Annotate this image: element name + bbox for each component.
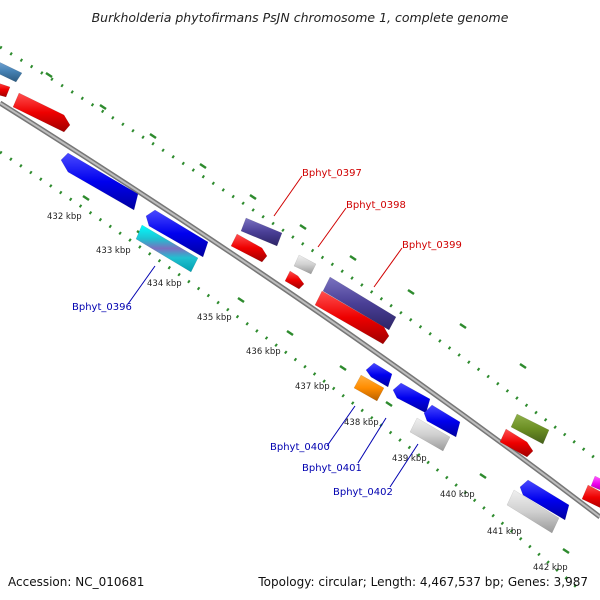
gene-arrow-blue[interactable] [145, 209, 209, 258]
tick-track-lower [0, 150, 581, 592]
gene-label-bphyt-0397[interactable]: Bphyt_0397 [302, 168, 362, 179]
gene-block-orange[interactable] [353, 374, 385, 402]
gene-block-gray[interactable] [409, 417, 451, 452]
gene-block-steel[interactable] [0, 60, 23, 83]
kbp-label-441: 441 kbp [487, 527, 522, 537]
kbp-label-438: 438 kbp [344, 418, 379, 428]
gene-arrow-red[interactable] [230, 233, 268, 263]
kbp-label-434: 434 kbp [147, 279, 182, 289]
kbp-label-433: 433 kbp [96, 246, 131, 256]
kbp-label-432: 432 kbp [47, 212, 82, 222]
gene-arrow-red[interactable] [314, 290, 390, 345]
callouts-plus [273, 175, 403, 288]
gene-block-magenta[interactable] [590, 475, 600, 492]
tick-track-upper [0, 45, 600, 464]
gene-arrow-red[interactable] [0, 82, 11, 98]
major-ticks-upper [45, 71, 527, 370]
map-title: Burkholderia phytofirmans PsJN chromosom… [91, 10, 509, 25]
callouts-minus [127, 265, 419, 488]
gene-arrow-red[interactable] [12, 92, 71, 133]
backbone-inner [0, 102, 600, 518]
gene-arrow-red[interactable] [284, 270, 305, 290]
gene-block-gray[interactable] [506, 489, 560, 534]
gene-block-gray[interactable] [293, 254, 317, 275]
gene-block-navy[interactable] [322, 276, 397, 331]
gene-arrow-red[interactable] [499, 428, 534, 458]
gene-arrow-blue[interactable] [423, 404, 461, 438]
gene-arrow-blue[interactable] [519, 479, 570, 521]
gene-label-bphyt-0399[interactable]: Bphyt_0399 [402, 240, 462, 251]
kbp-label-439: 439 kbp [392, 454, 427, 464]
kbp-label-440: 440 kbp [440, 490, 475, 500]
gene-block-cyan-multi[interactable] [135, 224, 199, 273]
kbp-label-437: 437 kbp [295, 382, 330, 392]
kbp-label-442: 442 kbp [533, 563, 568, 573]
gene-block-navy[interactable] [240, 217, 283, 247]
gene-label-bphyt-0401[interactable]: Bphyt_0401 [302, 463, 362, 474]
gene-arrow-blue[interactable] [392, 382, 431, 414]
gene-block-olive[interactable] [510, 413, 550, 445]
gene-arrow-blue[interactable] [365, 362, 393, 388]
kbp-label-435: 435 kbp [197, 313, 232, 323]
gene-label-bphyt-0398[interactable]: Bphyt_0398 [346, 200, 406, 211]
accession-text: Accession: NC_010681 [8, 575, 145, 589]
gene-label-bphyt-0396[interactable]: Bphyt_0396 [72, 302, 132, 313]
gene-arrow-blue[interactable] [60, 152, 139, 211]
gene-label-bphyt-0402[interactable]: Bphyt_0402 [333, 487, 393, 498]
gene-block-red[interactable] [581, 484, 600, 510]
topology-text: Topology: circular; Length: 4,467,537 bp… [258, 575, 588, 589]
kbp-label-436: 436 kbp [246, 347, 281, 357]
gene-label-bphyt-0400[interactable]: Bphyt_0400 [270, 442, 330, 453]
